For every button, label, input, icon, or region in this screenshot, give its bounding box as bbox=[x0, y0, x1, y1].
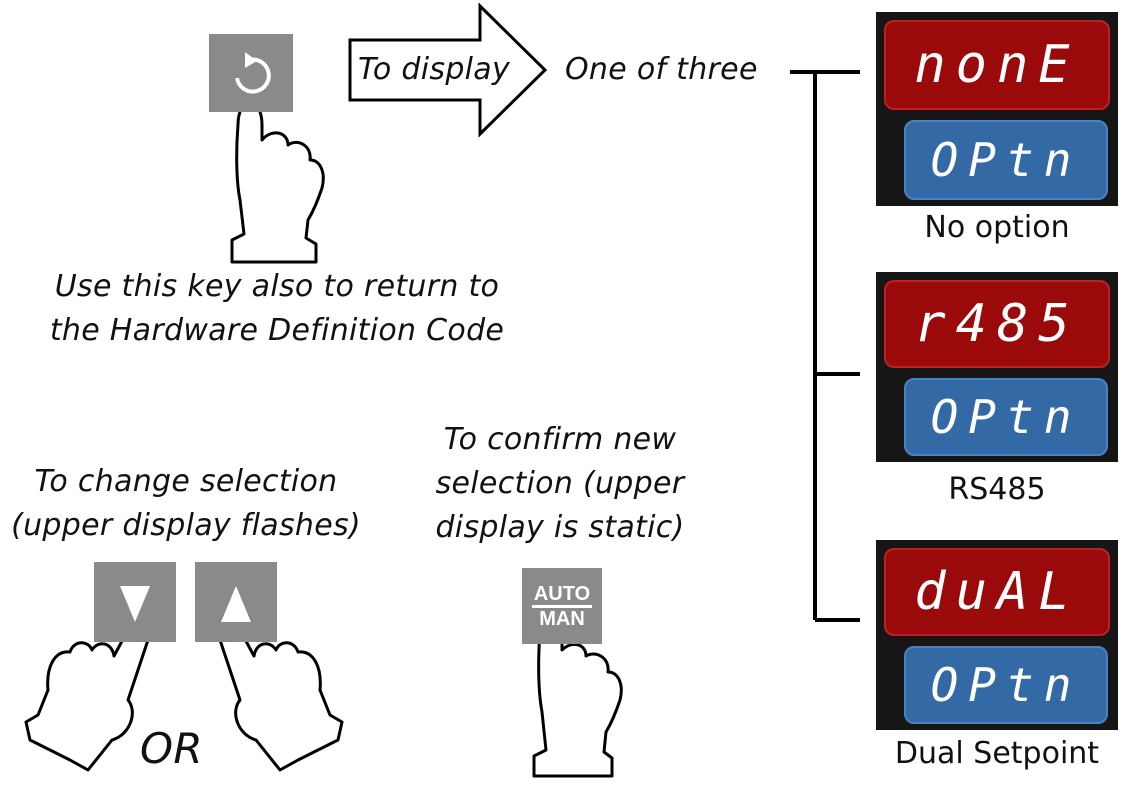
to-display-label: To display bbox=[358, 52, 511, 87]
change-selection-note: To change selection (upper display flash… bbox=[0, 460, 372, 548]
return-note: Use this key also to return to the Hardw… bbox=[22, 265, 532, 353]
change-note-line-1: To change selection bbox=[34, 464, 338, 499]
upper-display: nonE bbox=[884, 20, 1110, 110]
auto-man-key[interactable]: AUTO MAN bbox=[522, 568, 602, 644]
refresh-icon bbox=[235, 52, 271, 94]
man-key-label: MAN bbox=[539, 607, 585, 630]
confirm-selection-note: To confirm new selection (upper display … bbox=[420, 418, 700, 550]
return-note-line-1: Use this key also to return to bbox=[54, 269, 500, 304]
one-of-three-label: One of three bbox=[565, 52, 758, 87]
up-arrow-icon bbox=[221, 586, 251, 622]
down-arrow-icon bbox=[120, 586, 150, 622]
change-note-line-2: (upper display flashes) bbox=[11, 508, 361, 543]
lower-display: OPtn bbox=[904, 120, 1108, 200]
confirm-note-line-2: selection (upper bbox=[435, 466, 685, 501]
return-note-line-2: the Hardware Definition Code bbox=[49, 313, 505, 348]
upper-display: duAL bbox=[884, 548, 1110, 636]
confirm-note-line-1: To confirm new bbox=[443, 422, 677, 457]
option-label-rs485: RS485 bbox=[948, 472, 1046, 507]
lower-display: OPtn bbox=[904, 646, 1108, 724]
upper-display: r485 bbox=[884, 280, 1110, 368]
options-bracket bbox=[790, 70, 860, 622]
option-label-none: No option bbox=[924, 210, 1070, 245]
option-label-dual: Dual Setpoint bbox=[894, 736, 1100, 771]
to-display-arrow bbox=[348, 2, 548, 138]
option-display-dual: duAL OPtn bbox=[876, 540, 1118, 730]
or-label: OR bbox=[140, 724, 203, 773]
option-display-none: nonE OPtn bbox=[876, 12, 1118, 206]
lower-display: OPtn bbox=[904, 378, 1108, 456]
up-key[interactable] bbox=[195, 562, 277, 642]
pointing-hand-icon bbox=[230, 101, 325, 264]
confirm-note-line-3: display is static) bbox=[435, 510, 685, 545]
option-display-rs485: r485 OPtn bbox=[876, 272, 1118, 462]
auto-key-label: AUTO bbox=[531, 583, 593, 608]
down-key[interactable] bbox=[94, 562, 176, 642]
scroll-key[interactable] bbox=[209, 34, 293, 112]
